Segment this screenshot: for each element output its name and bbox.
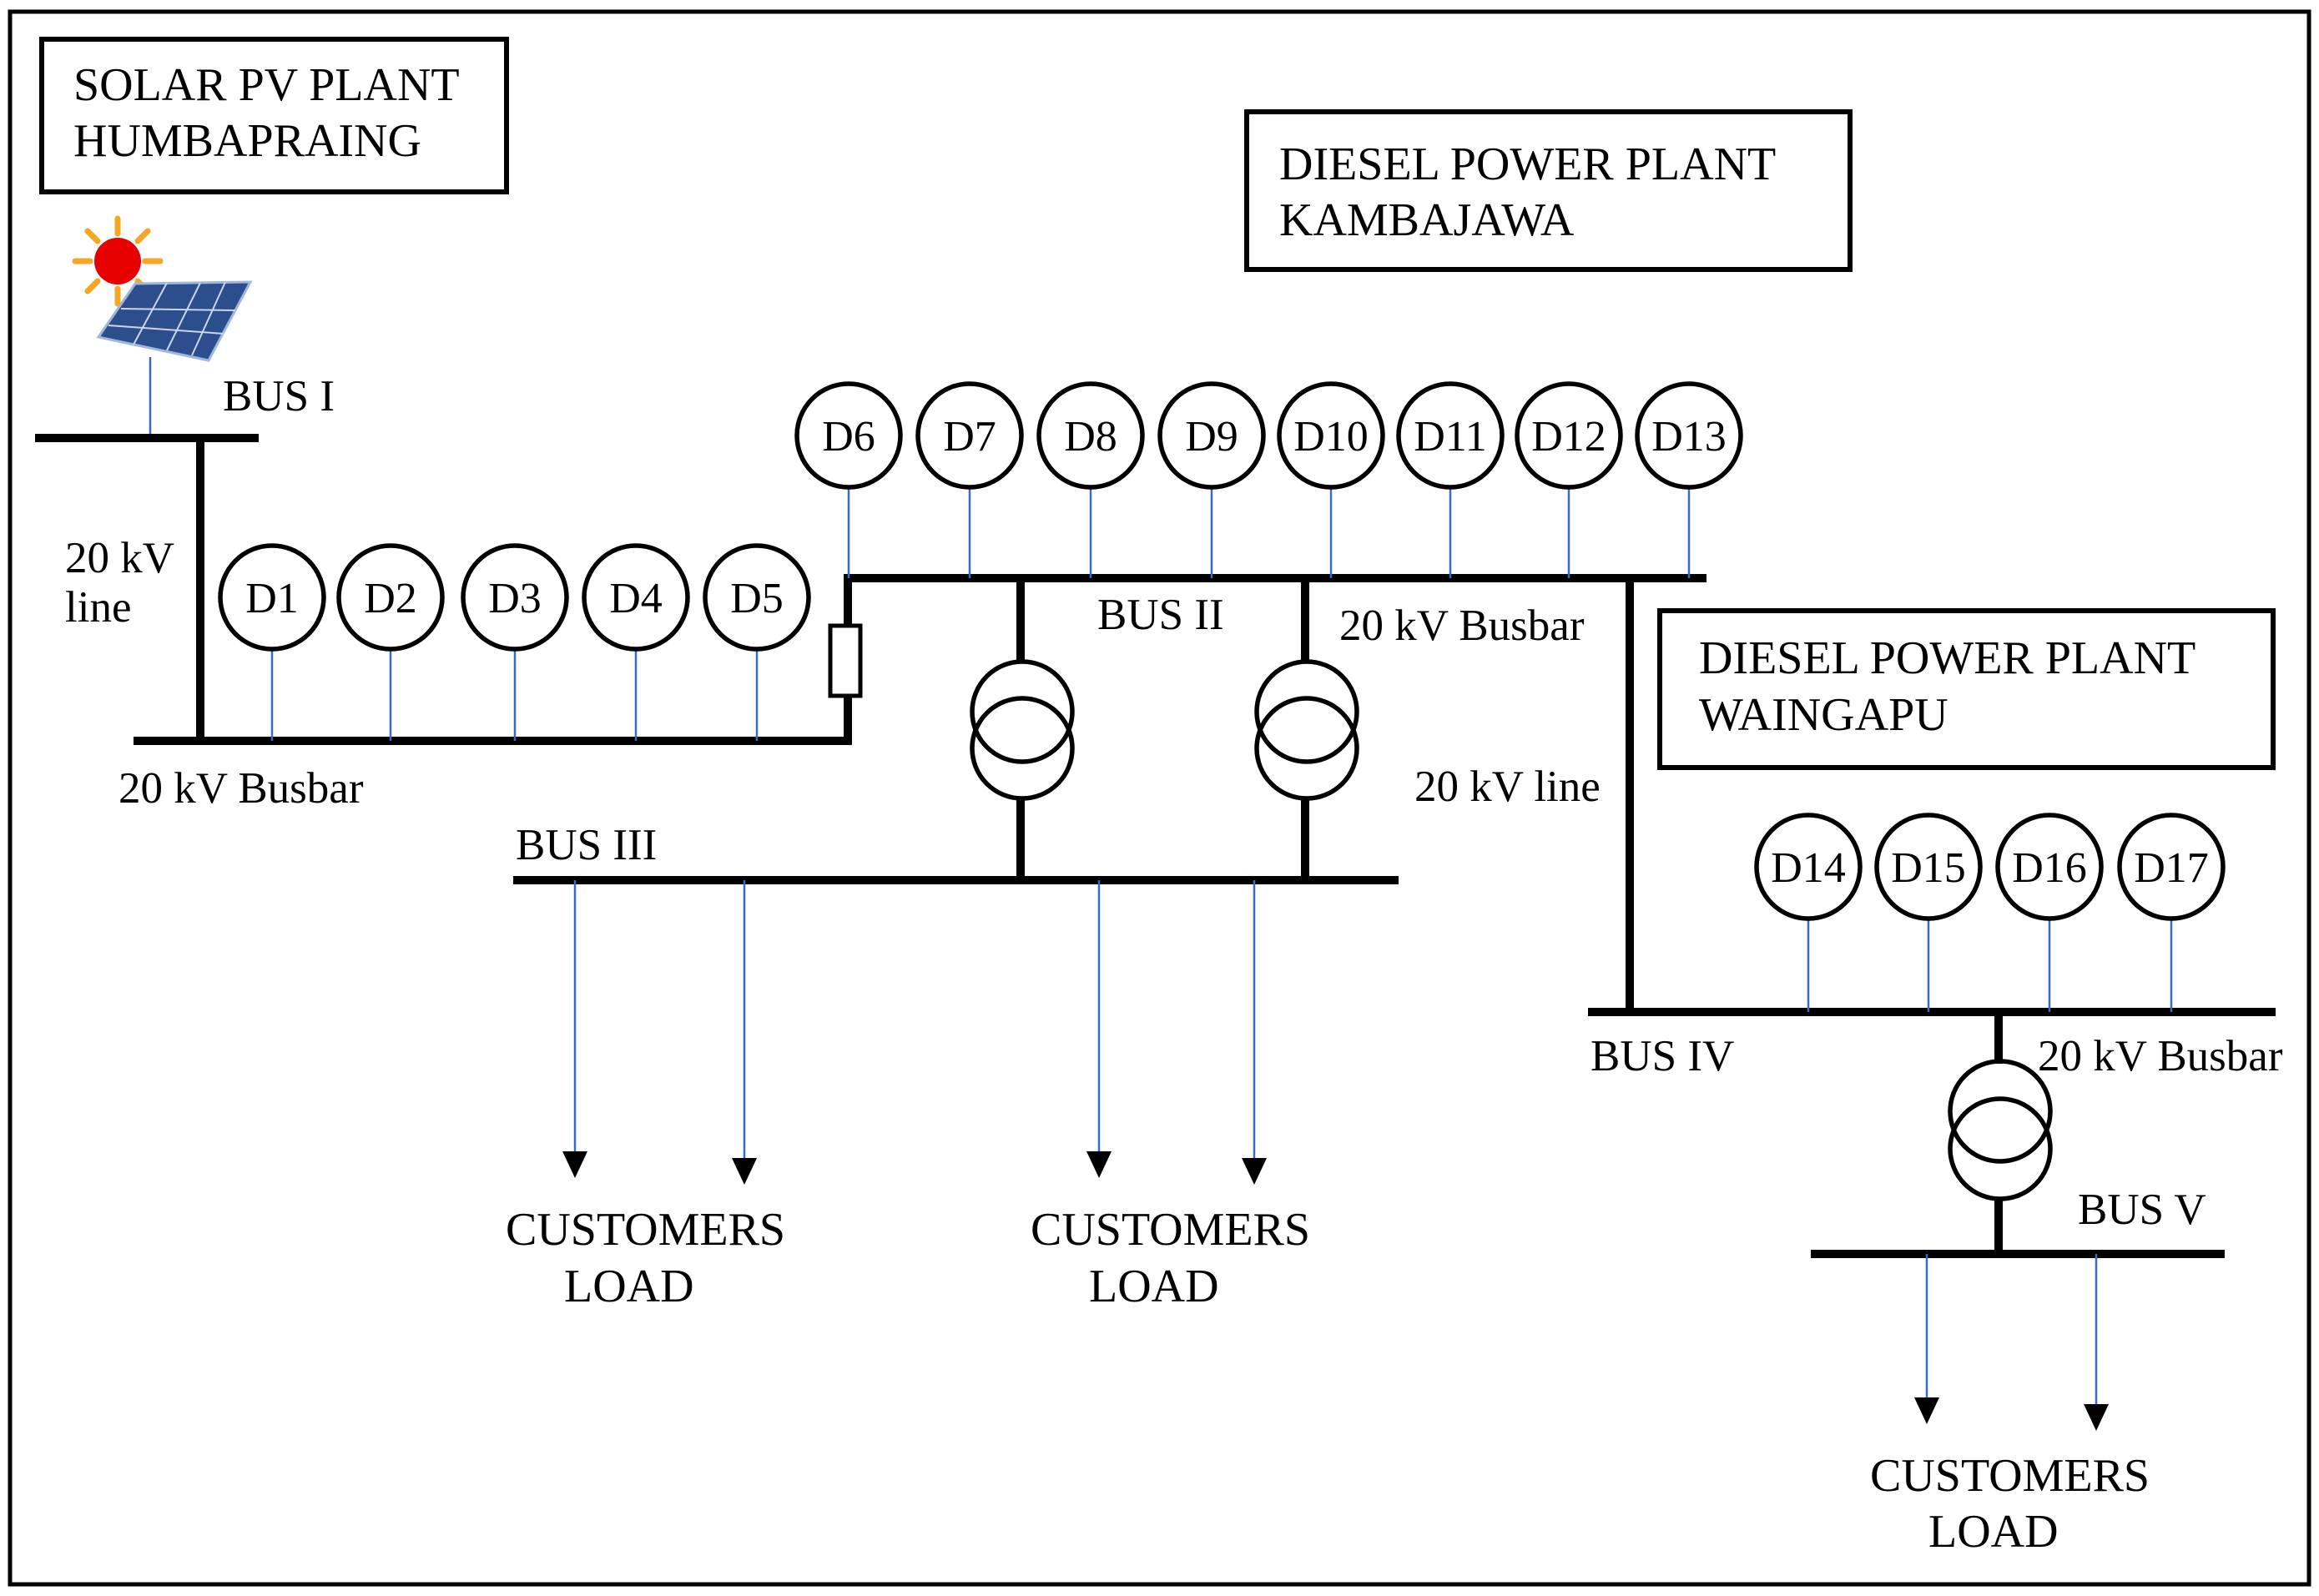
- left-line-label-a: 20 kV: [65, 534, 174, 582]
- generator-d4: [582, 543, 690, 652]
- bus-ii-busbar-label: 20 kV Busbar: [1339, 602, 1585, 650]
- load-2-label-line2: LOAD: [1089, 1261, 1219, 1312]
- solar-pv-plant-box: SOLAR PV PLANT HUMBAPRAING: [39, 37, 509, 194]
- generator-label-d1: D1: [245, 575, 299, 622]
- generator-label-d7: D7: [943, 413, 996, 461]
- solar-plant-title-line2: HUMBAPRAING: [73, 115, 421, 167]
- bus-i-label: BUS I: [223, 372, 335, 420]
- load-3-label-line1: CUSTOMERS: [1870, 1450, 2150, 1502]
- transformer-icon: [970, 659, 1075, 801]
- generator-label-d17: D17: [2134, 844, 2209, 892]
- diesel-waingapu-plant-box: DIESEL POWER PLANT WAINGAPU: [1657, 608, 2276, 770]
- generator-d6: [794, 381, 903, 490]
- generator-d1: [218, 543, 326, 652]
- diagram-frame: [8, 9, 2311, 1587]
- generator-label-d8: D8: [1064, 413, 1117, 461]
- generator-label-d9: D9: [1185, 413, 1238, 461]
- generator-d13: [1635, 381, 1743, 490]
- bus-ii-label: BUS II: [1097, 591, 1224, 639]
- arrow-down-icon: [562, 1151, 587, 1178]
- load-3-label-line2: LOAD: [1928, 1506, 2059, 1558]
- generator-d11: [1396, 381, 1505, 490]
- generator-label-d13: D13: [1651, 413, 1727, 461]
- generator-d12: [1515, 381, 1623, 490]
- generator-d5: [703, 543, 811, 652]
- transformer-icon: [1254, 659, 1359, 801]
- generator-label-d4: D4: [609, 575, 663, 622]
- generator-d17: [2117, 813, 2226, 921]
- generator-d3: [461, 543, 569, 652]
- arrow-down-icon: [2084, 1404, 2109, 1431]
- generator-d8: [1036, 381, 1145, 490]
- load-1-label-line1: CUSTOMERS: [506, 1204, 785, 1256]
- bus-iii-label: BUS III: [516, 821, 657, 869]
- breaker-icon: [828, 623, 863, 698]
- kambajawa-title-line1: DIESEL POWER PLANT: [1279, 138, 1776, 190]
- generator-d14: [1754, 813, 1863, 921]
- generator-d10: [1277, 381, 1385, 490]
- generator-label-d6: D6: [822, 413, 875, 461]
- arrow-down-icon: [1242, 1158, 1267, 1185]
- generator-label-d2: D2: [364, 575, 417, 622]
- bus-v-label: BUS V: [2078, 1186, 2206, 1234]
- waingapu-title-line1: DIESEL POWER PLANT: [1699, 632, 2195, 684]
- generator-label-d5: D5: [730, 575, 784, 622]
- transformer-icon: [1948, 1059, 2053, 1201]
- generator-d15: [1874, 813, 1983, 921]
- bus-iv-label: BUS IV: [1591, 1032, 1734, 1080]
- generator-d2: [336, 543, 445, 652]
- diesel-kambajawa-plant-box: DIESEL POWER PLANT KAMBAJAWA: [1244, 109, 1853, 272]
- generator-d7: [915, 381, 1024, 490]
- solar-panel-icon: [96, 280, 253, 362]
- generator-label-d3: D3: [488, 575, 542, 622]
- arrow-down-icon: [732, 1158, 757, 1185]
- load-feeders-bus-iii: [562, 880, 1267, 1185]
- solar-plant-title-line1: SOLAR PV PLANT: [73, 59, 460, 111]
- generator-label-d14: D14: [1771, 844, 1846, 892]
- left-busbar-label: 20 kV Busbar: [118, 764, 364, 813]
- generator-d9: [1157, 381, 1266, 490]
- load-1-label-line2: LOAD: [564, 1261, 694, 1312]
- waingapu-title-line2: WAINGAPU: [1699, 689, 1948, 741]
- arrow-down-icon: [1914, 1397, 1939, 1424]
- generator-label-d12: D12: [1531, 413, 1606, 461]
- generator-label-d10: D10: [1293, 413, 1369, 461]
- generator-label-d11: D11: [1414, 413, 1487, 461]
- generator-d16: [1995, 813, 2104, 921]
- left-line-label-b: line: [65, 583, 131, 632]
- load-2-label-line1: CUSTOMERS: [1031, 1204, 1310, 1256]
- generator-label-d15: D15: [1891, 844, 1966, 892]
- kambajawa-title-line2: KAMBAJAWA: [1279, 194, 1575, 246]
- bus-iv-busbar-label: 20 kV Busbar: [2038, 1032, 2283, 1080]
- load-feeders-bus-v: [1914, 1254, 2109, 1431]
- arrow-down-icon: [1086, 1151, 1112, 1178]
- right-line-label: 20 kV line: [1414, 763, 1601, 811]
- generator-label-d16: D16: [2012, 844, 2087, 892]
